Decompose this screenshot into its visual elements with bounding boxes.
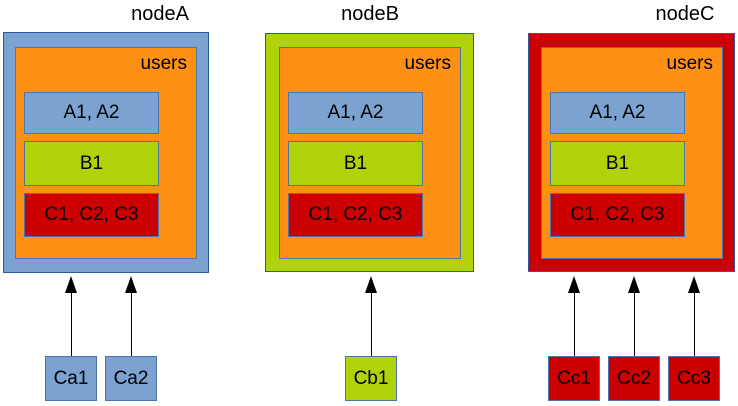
client-box-Cc2[interactable]: Cc2	[608, 356, 660, 401]
client-box-Ca2[interactable]: Ca2	[105, 356, 157, 401]
users-container-nodeC[interactable]: users A1, A2 B1 C1, C2, C3	[541, 47, 723, 259]
group-row-c-nodeA[interactable]: C1, C2, C3	[24, 193, 159, 237]
users-label-nodeC: users	[666, 53, 713, 74]
group-row-a-nodeA[interactable]: A1, A2	[24, 92, 159, 134]
arrow-head-icon	[628, 276, 640, 293]
arrow-head-icon	[365, 276, 377, 293]
node-box-nodeC[interactable]: users A1, A2 B1 C1, C2, C3	[528, 33, 735, 272]
client-box-Cb1[interactable]: Cb1	[345, 356, 397, 401]
arrow-Ca1-to-nodeA	[64, 276, 78, 357]
group-row-b-nodeC[interactable]: B1	[550, 141, 685, 186]
client-box-Cc3[interactable]: Cc3	[668, 356, 720, 401]
arrow-line	[370, 291, 372, 357]
arrow-Ca2-to-nodeA	[124, 276, 138, 357]
group-row-b-nodeB[interactable]: B1	[288, 141, 423, 186]
arrow-head-icon	[688, 276, 700, 293]
client-box-Cc1[interactable]: Cc1	[548, 356, 600, 401]
node-box-nodeA[interactable]: users A1, A2 B1 C1, C2, C3	[3, 32, 209, 273]
group-row-c-nodeC[interactable]: C1, C2, C3	[550, 193, 685, 237]
arrow-head-icon	[65, 276, 77, 293]
node-title-nodeA: nodeA	[131, 3, 189, 25]
node-box-nodeB[interactable]: users A1, A2 B1 C1, C2, C3	[265, 33, 474, 272]
arrow-head-icon	[568, 276, 580, 293]
users-container-nodeB[interactable]: users A1, A2 B1 C1, C2, C3	[279, 47, 461, 259]
client-box-Ca1[interactable]: Ca1	[45, 356, 97, 401]
arrow-head-icon	[125, 276, 137, 293]
group-row-a-nodeB[interactable]: A1, A2	[288, 92, 423, 134]
arrow-line	[130, 291, 132, 357]
arrow-line	[693, 291, 695, 357]
group-row-a-nodeC[interactable]: A1, A2	[550, 92, 685, 134]
arrow-line	[70, 291, 72, 357]
node-title-nodeB: nodeB	[341, 3, 399, 25]
users-label-nodeA: users	[140, 53, 187, 74]
arrow-Cc1-to-nodeC	[567, 276, 581, 357]
node-title-nodeC: nodeC	[655, 3, 715, 25]
arrow-line	[573, 291, 575, 357]
arrow-Cc3-to-nodeC	[687, 276, 701, 357]
group-row-b-nodeA[interactable]: B1	[24, 141, 159, 186]
group-row-c-nodeB[interactable]: C1, C2, C3	[288, 193, 423, 237]
arrow-line	[633, 291, 635, 357]
arrow-Cc2-to-nodeC	[627, 276, 641, 357]
arrow-Cb1-to-nodeB	[364, 276, 378, 357]
users-container-nodeA[interactable]: users A1, A2 B1 C1, C2, C3	[15, 47, 197, 259]
users-label-nodeB: users	[404, 53, 451, 74]
